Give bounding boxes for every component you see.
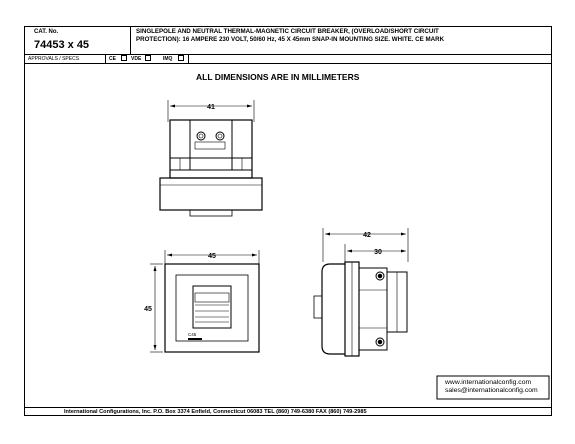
approval-vde-label: VDE	[131, 56, 142, 62]
side-view	[313, 228, 409, 357]
approvals-box-end	[188, 54, 189, 63]
side-view-total-depth-label: 42	[363, 232, 371, 239]
header-divider-sub	[24, 63, 552, 64]
approval-vde-checkbox	[145, 55, 151, 61]
cat-number: 74453 x 45	[34, 39, 90, 51]
header-divider-bottom	[24, 54, 552, 55]
footer-divider	[24, 407, 552, 408]
approvals-label: APPROVALS / SPECS	[28, 56, 80, 62]
description-line-1: SINGLEPOLE AND NEUTRAL THERMAL-MAGNETIC …	[136, 28, 439, 35]
approvals-divider	[105, 54, 106, 63]
contact-email[interactable]: sales@internationalconfig.com	[445, 387, 538, 394]
approval-ce-label: CE	[109, 56, 116, 62]
approval-ce-checkbox	[121, 55, 127, 61]
top-view-width-label: 41	[207, 104, 215, 111]
front-marking-label: C45	[188, 332, 197, 337]
front-view-width-label: 45	[208, 253, 216, 260]
drawing-frame	[24, 26, 552, 416]
header-divider-vertical	[130, 26, 131, 54]
front-view-height-label: 45	[144, 306, 152, 313]
front-view	[150, 250, 260, 353]
cat-label: CAT. No.	[34, 29, 59, 35]
approval-imq-label: IMQ	[163, 56, 173, 62]
contact-box	[436, 375, 550, 400]
approval-imq-checkbox	[178, 55, 184, 61]
side-view-body-depth-label: 30	[374, 249, 382, 256]
top-view	[159, 100, 263, 217]
dimensions-title: ALL DIMENSIONS ARE IN MILLIMETERS	[196, 72, 360, 82]
contact-website[interactable]: www.internationalconfig.com	[445, 379, 532, 386]
footer-company-info: International Configurations, Inc. P.O. …	[64, 409, 367, 415]
description-line-2: PROTECTION): 16 AMPERE 230 VOLT, 50/60 H…	[136, 36, 445, 43]
